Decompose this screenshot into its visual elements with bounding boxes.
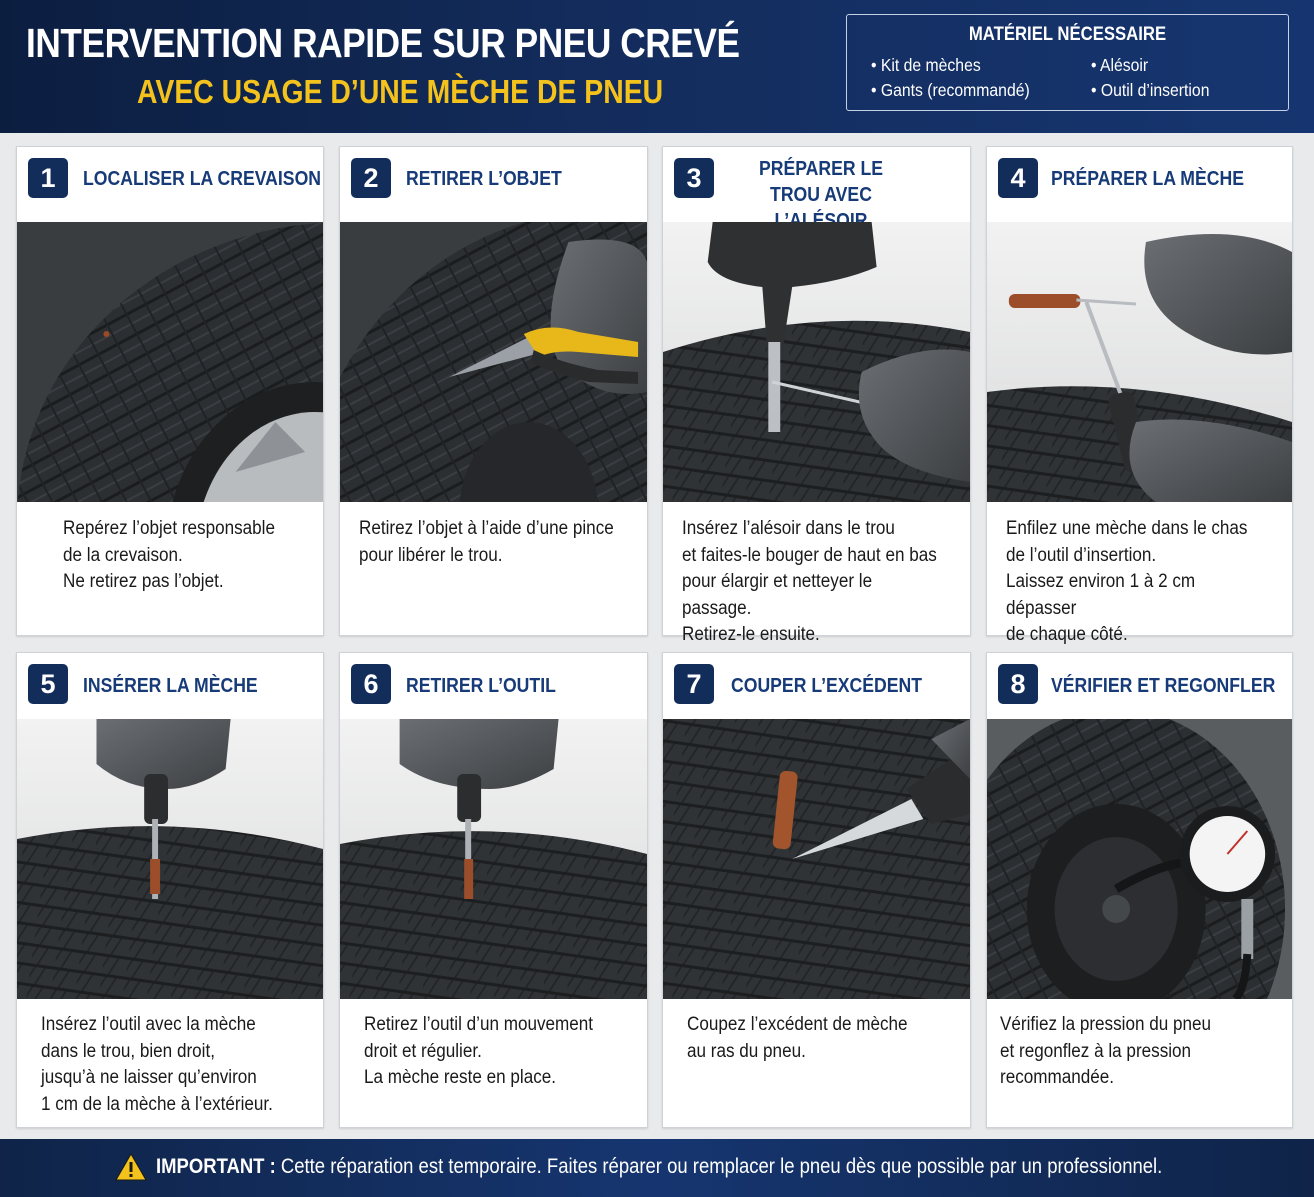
step-description: Repérez l’objet responsable de la crevai… (63, 518, 275, 592)
step-number-badge: 7 (674, 664, 714, 704)
material-item: Gants (recommandé) (871, 80, 1030, 101)
step-card-4: 4 PRÉPARER LA MÈCHE Enfilez une mèche da… (986, 146, 1293, 645)
step-description: Retirez l’outil d’un mouvement droit et … (364, 1014, 594, 1088)
step-photo-pressure-gauge (987, 719, 1292, 999)
step-card-6: 6 RETIRER L’OUTIL Retirez l’outil d’un m… (339, 652, 648, 1128)
step-photo-reamer (663, 222, 970, 502)
step-title: VÉRIFIER ET REGONFLER (1051, 674, 1276, 697)
step-photo-pliers (340, 222, 647, 502)
step-photo-insertion-tool (987, 222, 1292, 502)
footer-text: Cette réparation est temporaire. Faites … (275, 1155, 1163, 1178)
page-title: INTERVENTION RAPIDE SUR PNEU CREVÉ (26, 20, 740, 66)
material-item: Kit de mèches (871, 55, 981, 76)
step-number-badge: 6 (351, 664, 391, 704)
step-title: INSÉRER LA MÈCHE (83, 674, 258, 697)
step-description: Coupez l’excédent de mèche au ras du pne… (687, 1014, 908, 1062)
step-title: PRÉPARER LA MÈCHE (1051, 167, 1244, 190)
materials-box: MATÉRIEL NÉCESSAIRE Kit de mèches Gants … (846, 14, 1289, 111)
step-number-badge: 2 (351, 158, 391, 198)
step-card-1: 1 LOCALISER LA CREVAISON Repérez l’objet… (16, 146, 324, 636)
step-description: Vérifiez la pression du pneu et regonfle… (1000, 1014, 1212, 1088)
step-photo-insert-plug (17, 719, 323, 999)
step-description: Insérez l’alésoir dans le trou et faites… (682, 518, 937, 645)
footer-note: IMPORTANT : Cette réparation est tempora… (156, 1155, 1162, 1179)
step-title: RETIRER L’OUTIL (406, 674, 556, 697)
material-item: Alésoir (1091, 55, 1148, 76)
step-number-badge: 5 (28, 664, 68, 704)
step-number-badge: 4 (998, 158, 1038, 198)
step-title: COUPER L’EXCÉDENT (731, 674, 923, 697)
materials-title: MATÉRIEL NÉCESSAIRE (968, 24, 1167, 45)
step-description: Insérez l’outil avec la mèche dans le tr… (41, 1014, 273, 1115)
step-card-7: 7 COUPER L’EXCÉDENT Coupez l’excédent de… (662, 652, 971, 1128)
warning-icon (115, 1153, 147, 1181)
footer-banner: IMPORTANT : Cette réparation est tempora… (0, 1139, 1314, 1197)
step-number-badge: 3 (674, 158, 714, 198)
step-title: LOCALISER LA CREVAISON (83, 167, 322, 190)
material-item: Outil d’insertion (1091, 80, 1210, 101)
step-photo-tire-puncture (17, 222, 323, 502)
step-title: RETIRER L’OBJET (406, 167, 562, 190)
step-card-3: 3 PRÉPARER LE TROU AVEC L’ALÉSOIR Insére… (662, 146, 971, 645)
footer-label: IMPORTANT : (156, 1155, 276, 1178)
step-photo-remove-tool (340, 719, 647, 999)
step-card-2: 2 RETIRER L’OBJET Retirez l’objet à l’ai… (339, 146, 648, 636)
step-card-8: 8 VÉRIFIER ET REGONFLER Vérifiez la pres… (986, 652, 1293, 1128)
step-number-badge: 1 (28, 158, 68, 198)
step-photo-cut-excess (663, 719, 970, 999)
step-description: Retirez l’objet à l’aide d’une pince pou… (359, 518, 614, 566)
header-banner: INTERVENTION RAPIDE SUR PNEU CREVÉ AVEC … (0, 0, 1314, 133)
step-number-badge: 8 (998, 664, 1038, 704)
step-card-5: 5 INSÉRER LA MÈCHE Insérez l’outil avec … (16, 652, 324, 1128)
step-description: Enfilez une mèche dans le chas de l’outi… (1006, 518, 1248, 645)
page-subtitle: AVEC USAGE D’UNE MÈCHE DE PNEU (137, 73, 664, 110)
